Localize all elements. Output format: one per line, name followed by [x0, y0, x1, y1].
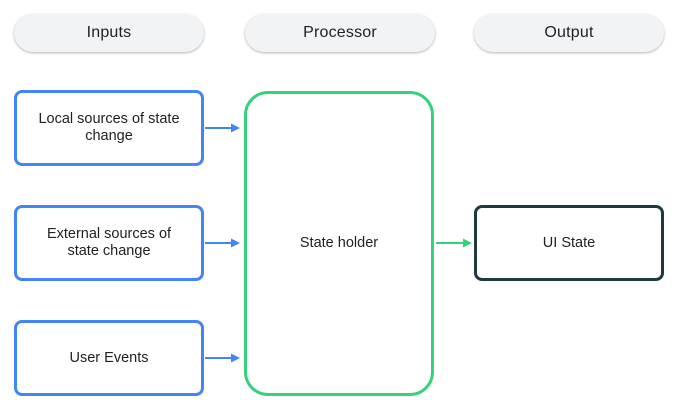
output-header-label: Output	[544, 24, 594, 41]
arrow-local-to-holder	[205, 123, 240, 133]
state-holder-box: State holder	[244, 91, 434, 396]
local-sources-label: Local sources of state change	[38, 111, 180, 144]
inputs-header-pill: Inputs	[14, 14, 204, 52]
output-header-pill: Output	[474, 14, 664, 52]
local-sources-box: Local sources of state change	[14, 90, 204, 166]
inputs-header-label: Inputs	[86, 24, 132, 41]
processor-header-pill: Processor	[245, 14, 435, 52]
external-sources-box: External sources of state change	[14, 205, 204, 281]
arrow-user-to-holder	[205, 353, 240, 363]
state-holder-label: State holder	[299, 235, 379, 251]
user-events-label: User Events	[69, 349, 149, 366]
ui-state-box: UI State	[474, 205, 664, 281]
arrow-holder-to-ui-state	[436, 238, 472, 248]
external-sources-label: External sources of state change	[46, 226, 172, 259]
arrow-external-to-holder	[205, 238, 240, 248]
processor-header-label: Processor	[303, 24, 377, 41]
user-events-box: User Events	[14, 320, 204, 396]
ui-state-label: UI State	[542, 234, 596, 251]
